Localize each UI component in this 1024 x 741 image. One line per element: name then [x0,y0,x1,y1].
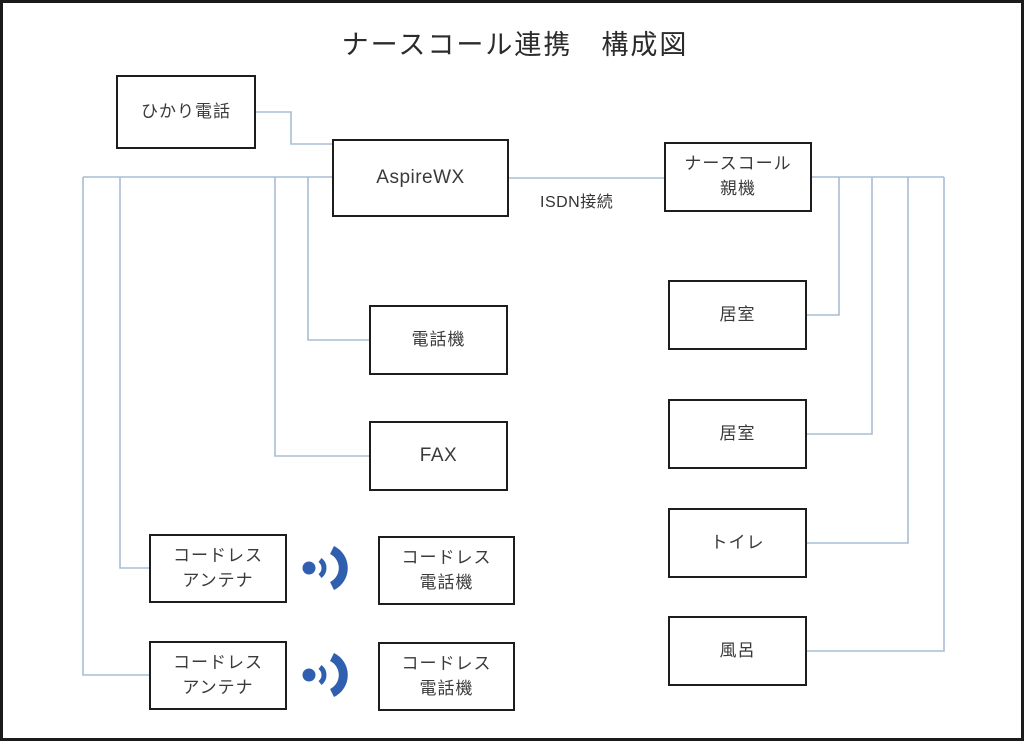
edge-label-isdn: ISDN接続 [540,194,614,211]
wireless-signal-icon [300,545,352,591]
page-title: ナースコール連携 構成図 [341,30,689,60]
connector-drop-bath [807,177,945,652]
node-antenna-1[interactable]: コードレス アンテナ [149,534,287,603]
connector-drop-denwaki [307,177,369,341]
connector-drop-antenna-2 [82,177,149,676]
node-aspirewx[interactable]: AspireWX [332,139,509,217]
wireless-signal-icon [300,652,352,698]
node-room-2[interactable]: 居室 [668,399,807,469]
connector-drop-fax [274,177,369,457]
node-nurse-call[interactable]: ナースコール 親機 [664,142,812,212]
node-fax[interactable]: FAX [369,421,508,491]
connector-drop-toilet [807,177,909,544]
node-cordless-2[interactable]: コードレス 電話機 [378,642,515,711]
node-toilet[interactable]: トイレ [668,508,807,578]
connector-layer [82,111,945,676]
connector-hikari-to-aspirewx [256,111,332,145]
node-denwaki[interactable]: 電話機 [369,305,508,375]
node-antenna-2[interactable]: コードレス アンテナ [149,641,287,710]
connector-drop-room-2 [807,177,873,435]
node-cordless-1[interactable]: コードレス 電話機 [378,536,515,605]
connector-drop-antenna-1 [119,177,149,569]
node-room-1[interactable]: 居室 [668,280,807,350]
node-hikari-denwa[interactable]: ひかり電話 [116,75,256,149]
node-bath[interactable]: 風呂 [668,616,807,686]
connector-drop-room-1 [807,177,840,316]
